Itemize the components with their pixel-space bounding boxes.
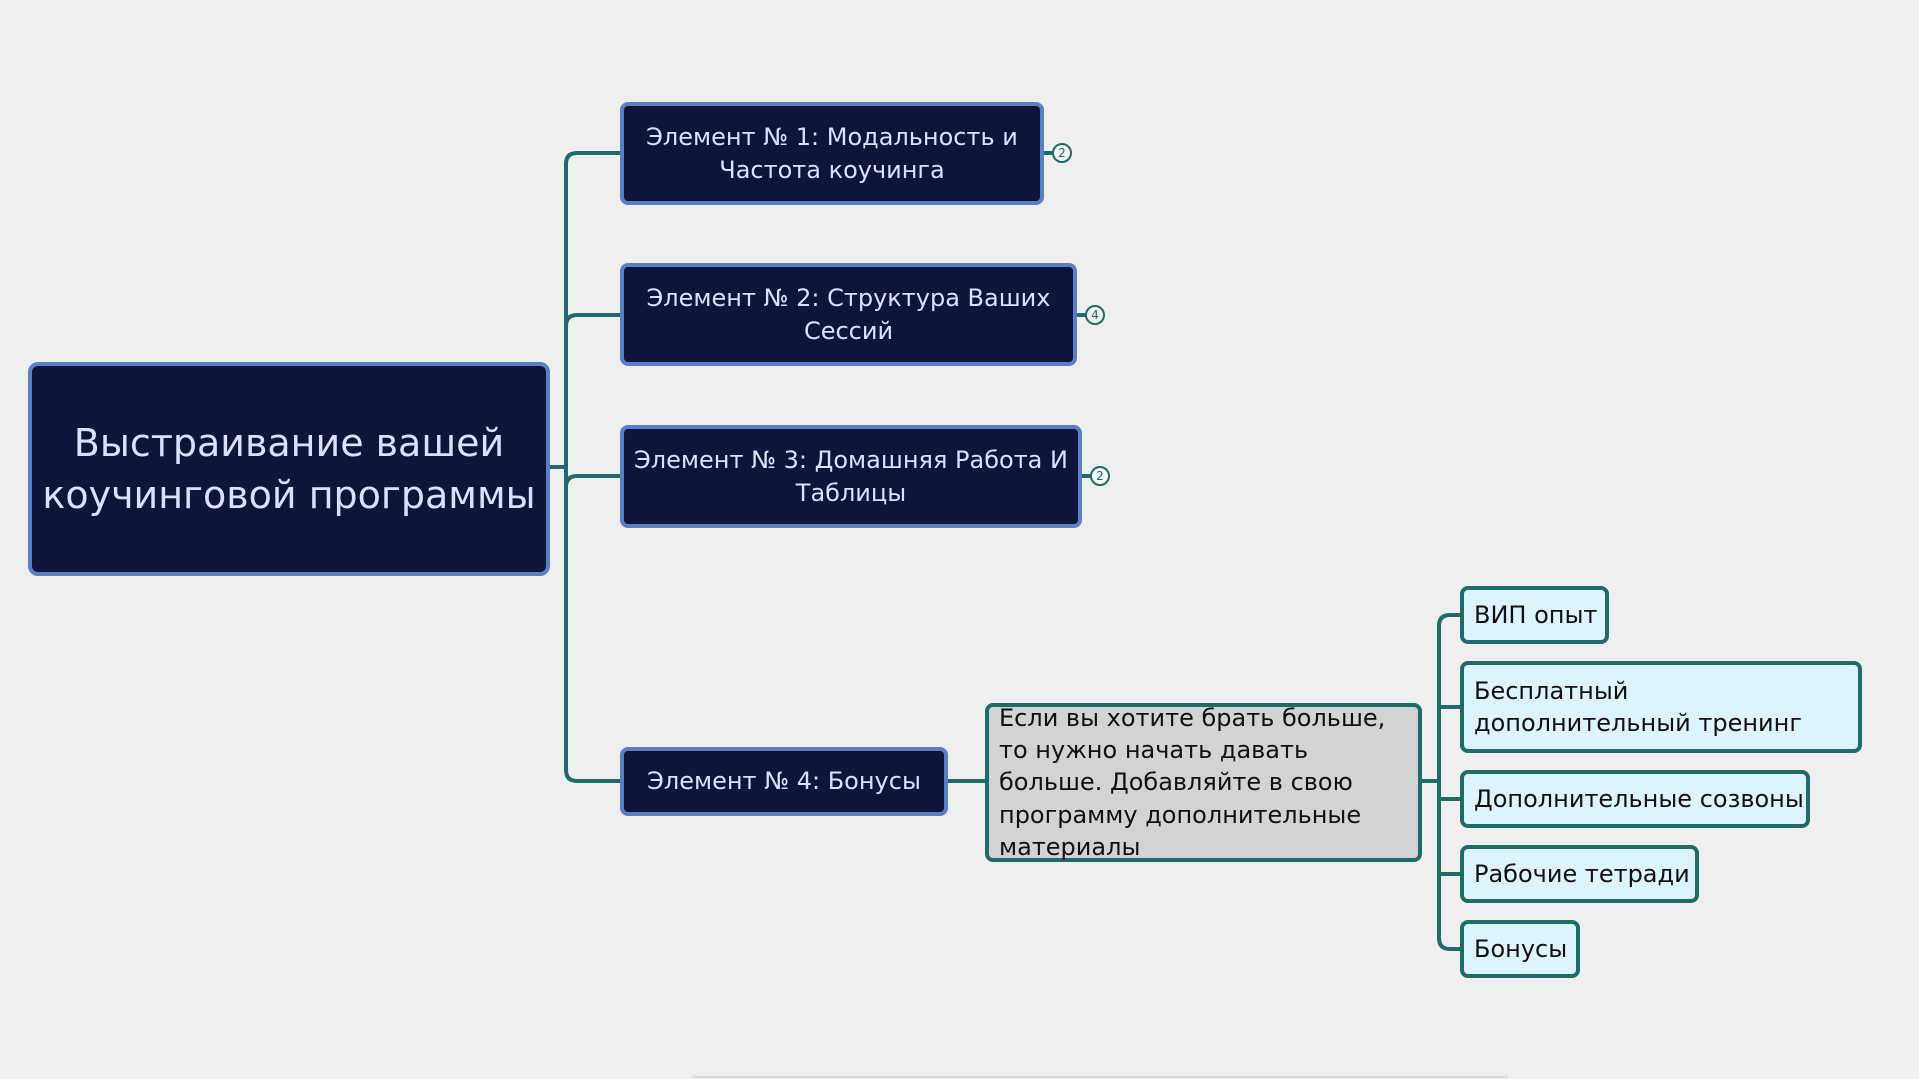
element-1-node[interactable]: Элемент № 1: Модальность и Частота коучи…: [620, 102, 1044, 205]
bonus-item-vip[interactable]: ВИП опыт: [1460, 586, 1609, 644]
bonus-item-label: Бонусы: [1474, 934, 1568, 963]
connector-element-3: [564, 474, 622, 489]
connector-element-2: [564, 313, 622, 328]
element-1-label: Элемент № 1: Модальность и Частота коучи…: [646, 123, 1018, 184]
root-node-label: Выстраивание вашей коучинговой программы: [42, 420, 536, 517]
bonus-item-label: Рабочие тетради: [1474, 859, 1690, 888]
element-1-count-badge[interactable]: 2: [1052, 143, 1072, 163]
element-4-node[interactable]: Элемент № 4: Бонусы: [620, 747, 948, 816]
element-3-label: Элемент № 3: Домашняя Работа И Таблицы: [634, 446, 1068, 507]
root-node[interactable]: Выстраивание вашей коучинговой программы: [28, 362, 550, 576]
element-3-node[interactable]: Элемент № 3: Домашняя Работа И Таблицы: [620, 425, 1082, 528]
bonus-item-workbooks[interactable]: Рабочие тетради: [1460, 845, 1699, 903]
connector-bonus-5: [1437, 936, 1462, 951]
bonus-item-label: Дополнительные созвоны: [1474, 784, 1804, 813]
element-2-label: Элемент № 2: Структура Ваших Сессий: [646, 284, 1051, 345]
element-2-count-badge[interactable]: 4: [1085, 305, 1105, 325]
bonus-item-bonuses[interactable]: Бонусы: [1460, 920, 1580, 978]
bottom-divider: [692, 1076, 1508, 1078]
element-4-label: Элемент № 4: Бонусы: [647, 767, 921, 796]
bonus-note-node[interactable]: Если вы хотите брать больше, то нужно на…: [985, 703, 1422, 862]
connector-trunk: [564, 151, 622, 166]
connector-trunk-vertical: [564, 162, 622, 783]
bonus-item-free-training[interactable]: Бесплатный дополнительный тренинг: [1460, 661, 1862, 753]
connector-bonus-1: [1437, 613, 1462, 628]
bonus-item-label: Бесплатный дополнительный тренинг: [1474, 676, 1802, 737]
element-2-node[interactable]: Элемент № 2: Структура Ваших Сессий: [620, 263, 1077, 366]
element-3-count-badge[interactable]: 2: [1090, 466, 1110, 486]
bonus-item-label: ВИП опыт: [1474, 600, 1598, 629]
bonus-note-text: Если вы хотите брать больше, то нужно на…: [999, 703, 1386, 862]
bonus-item-extra-calls[interactable]: Дополнительные созвоны: [1460, 770, 1810, 828]
